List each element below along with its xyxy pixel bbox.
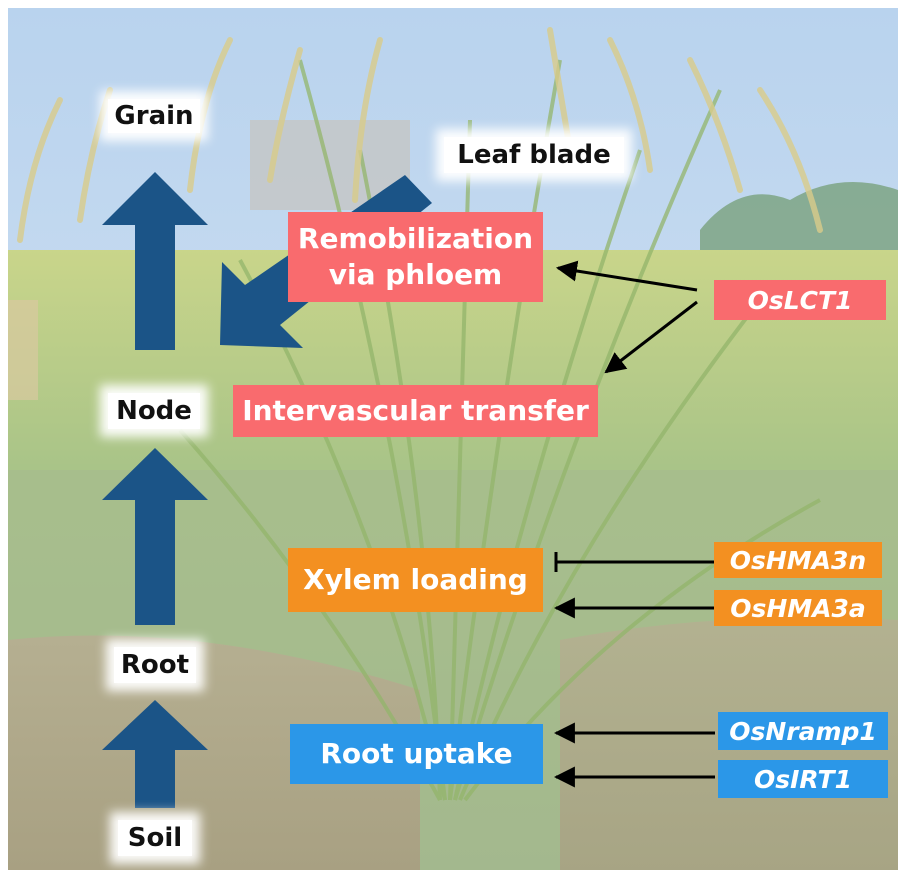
arrow-root-to-node — [102, 448, 208, 625]
process-intervascular: Intervascular transfer — [233, 385, 598, 437]
gene-osnramp1: OsNramp1 — [718, 712, 888, 750]
label-node: Node — [108, 393, 200, 429]
label-grain: Grain — [108, 99, 200, 133]
label-leaf-blade: Leaf blade — [444, 137, 624, 173]
label-root: Root — [114, 647, 196, 683]
gene-oshma3n: OsHMA3n — [714, 542, 882, 578]
arrow-lct1-to-remobilization — [555, 260, 698, 292]
gene-osirt1: OsIRT1 — [718, 760, 888, 798]
gene-oslct1: OsLCT1 — [714, 280, 886, 320]
process-remobilization-line1: Remobilization — [297, 222, 534, 255]
process-remobilization: Remobilization via phloem — [288, 212, 543, 302]
gene-oshma3a: OsHMA3a — [714, 590, 882, 626]
label-soil: Soil — [118, 820, 192, 856]
process-xylem-loading: Xylem loading — [288, 548, 543, 612]
arrow-node-to-grain — [102, 172, 208, 350]
arrow-soil-to-root — [102, 700, 208, 808]
process-remobilization-line2: via phloem — [328, 258, 503, 291]
arrow-lct1-to-intervascular — [604, 300, 698, 374]
process-root-uptake: Root uptake — [290, 724, 543, 784]
